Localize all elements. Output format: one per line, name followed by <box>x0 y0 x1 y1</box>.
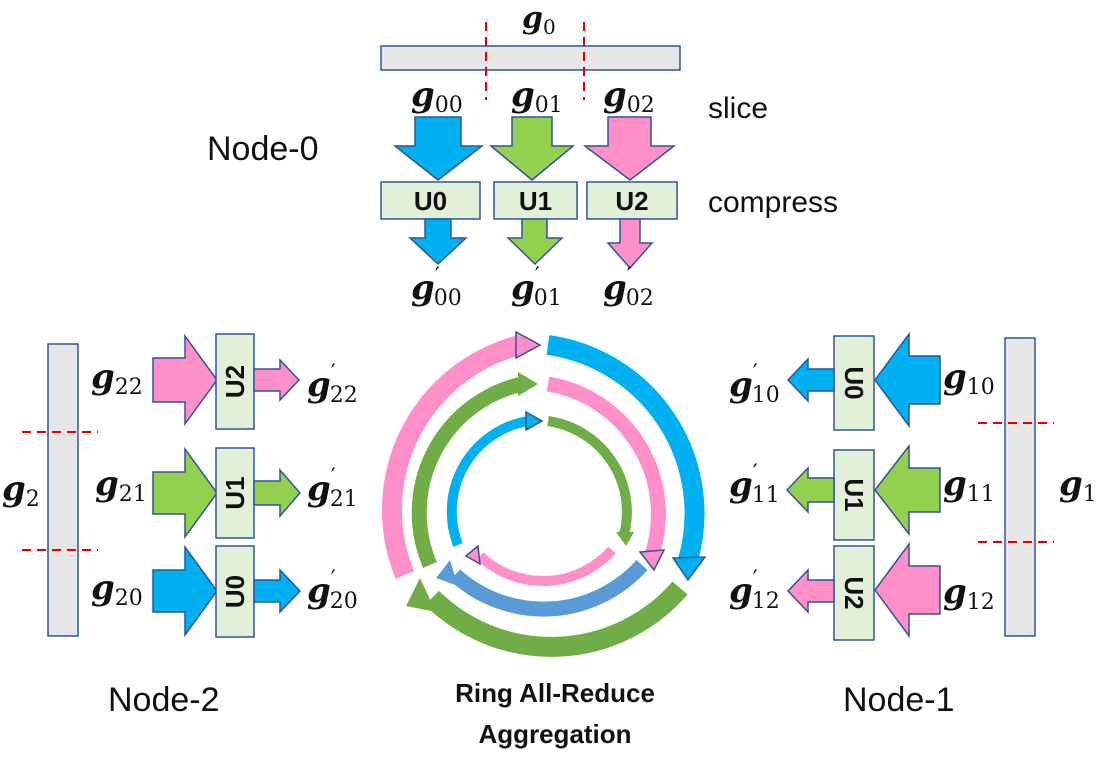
node-1-unit-u2-label: U2 <box>839 576 869 609</box>
node-2-gradient-bar <box>47 343 79 637</box>
node-2-unit-u2-label: U2 <box>220 365 250 398</box>
compress-step-label: compress <box>708 186 838 219</box>
node-2-title: Node-2 <box>108 681 220 719</box>
ring-caption-line-2: Aggregation <box>478 719 631 749</box>
g11-compressed-label: g′11 <box>729 461 780 508</box>
slice-step-label: slice <box>708 92 768 125</box>
ring-outer-green-arc <box>424 581 688 657</box>
g10-label: g10 <box>943 357 995 400</box>
ring-middle-blue-arc <box>449 559 648 617</box>
ring-middle-blue-arrowhead <box>436 560 458 586</box>
g0-label: g0 <box>522 1 556 39</box>
node-2-input-arrow-pink <box>152 333 218 427</box>
g22-label: g22 <box>91 357 143 400</box>
g20-compressed-label: g′20 <box>307 567 358 614</box>
g01-compressed-label: g′01 <box>511 264 562 311</box>
node-0-gradient-bar <box>380 45 681 71</box>
compress-arrow-down-blue <box>408 218 468 266</box>
node-1-unit-u1 <box>833 449 875 541</box>
ring-caption-line-1: Ring All-Reduce <box>455 678 655 708</box>
ring-middle-green-arrowhead <box>518 372 538 396</box>
g00-label: g00 <box>411 75 463 118</box>
node-0-unit-u0-label: U0 <box>414 186 447 216</box>
ring-group: Ring All-Reduce Aggregation <box>381 330 707 749</box>
node-0-unit-u2-label: U2 <box>615 186 648 216</box>
ring-middle-pink-arc <box>546 376 666 558</box>
node-2-output-arrow-green <box>253 467 301 519</box>
node-1-group: g1 g10 U0 g′10 g11 U1 g′11 g12 U2 g′12 N… <box>729 331 1097 719</box>
node-0-group: Node-0 g0 g00 g01 g02 slice compress U0 … <box>207 1 838 311</box>
compress-arrow-down-pink <box>606 218 654 270</box>
node-1-input-arrow-pink <box>874 541 941 639</box>
node-0-unit-u1-label: U1 <box>519 186 552 216</box>
node-0-unit-u2 <box>586 181 678 220</box>
node-2-unit-u1-label: U1 <box>220 476 250 509</box>
node-2-output-arrow-pink <box>253 358 301 402</box>
g00-compressed-label: g′00 <box>411 264 462 311</box>
ring-outer-pink-arc <box>381 335 523 579</box>
ring-middle-green-arc <box>411 376 524 568</box>
node-2-unit-u1 <box>215 447 255 539</box>
node-1-unit-u2 <box>833 545 875 641</box>
node-2-input-arrow-green <box>152 446 218 540</box>
node-1-title: Node-1 <box>843 681 955 719</box>
ring-middle-pink-arrowhead <box>638 549 666 572</box>
node-2-unit-u0 <box>215 545 255 638</box>
node-2-output-arrow-blue <box>253 568 302 614</box>
compress-arrow-down-green <box>506 218 564 266</box>
node-2-unit-u0-label: U0 <box>220 575 250 608</box>
g12-compressed-label: g′12 <box>729 567 780 614</box>
ring-inner-green-arc <box>547 416 632 537</box>
ring-inner-blue-arrowhead <box>525 410 544 432</box>
node-1-gradient-bar <box>1004 337 1036 637</box>
slice-arrow-down-pink <box>582 116 677 181</box>
node-2-group: g2 g22 U2 g′22 g21 U1 g′21 g20 U0 g′20 N… <box>2 333 358 719</box>
g02-compressed-label: g′02 <box>603 264 654 311</box>
g20-label: g20 <box>91 568 143 611</box>
slice-arrow-down-blue <box>392 116 485 181</box>
g11-label: g11 <box>943 464 995 507</box>
g1-label: g1 <box>1059 464 1097 507</box>
ring-inner-green-arrowhead <box>616 532 634 546</box>
ring-inner-pink-arc <box>476 546 616 587</box>
node-1-output-arrow-blue <box>786 357 835 403</box>
g2-label: g2 <box>2 469 40 512</box>
ring-outer-pink-arrowhead <box>515 330 542 360</box>
node-2-unit-u2 <box>215 333 255 430</box>
node-1-input-arrow-green <box>874 443 941 537</box>
node-1-unit-u1-label: U1 <box>839 478 869 511</box>
g21-label: g21 <box>95 464 147 507</box>
node-1-unit-u0-label: U0 <box>839 366 869 399</box>
g01-label: g01 <box>511 75 563 118</box>
g12-label: g12 <box>943 572 995 615</box>
g02-label: g02 <box>603 75 655 118</box>
ring-outer-green-arrowhead <box>406 578 436 612</box>
ring-outer-blue-arrowhead <box>671 556 707 582</box>
g21-compressed-label: g′21 <box>307 465 358 512</box>
node-1-unit-u0 <box>833 335 875 431</box>
node-1-output-arrow-green <box>785 466 835 514</box>
node-1-input-arrow-blue <box>874 331 941 429</box>
node-0-title: Node-0 <box>207 130 319 168</box>
node-1-output-arrow-pink <box>786 568 835 614</box>
ring-outer-blue-arc <box>546 335 705 563</box>
ring-inner-pink-arrowhead <box>464 544 481 566</box>
g10-compressed-label: g′10 <box>729 361 780 408</box>
node-2-input-arrow-blue <box>152 544 218 638</box>
g22-compressed-label: g′22 <box>307 361 358 408</box>
ring-inner-blue-arc <box>446 416 529 547</box>
slice-arrow-down-green <box>488 116 576 181</box>
